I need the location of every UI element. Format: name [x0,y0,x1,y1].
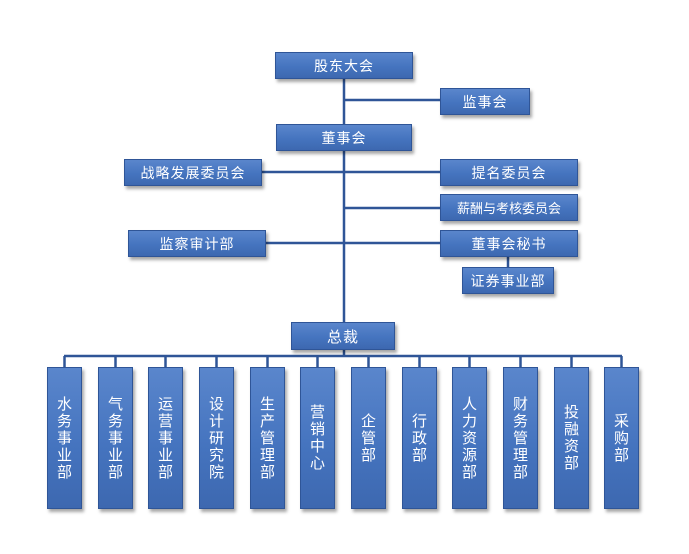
department-administration[interactable]: 行政部 [402,367,437,509]
department-procurement[interactable]: 采购部 [604,367,639,509]
compensation-committee-box[interactable]: 薪酬与考核委员会 [440,194,578,221]
department-investment-financing[interactable]: 投融资部 [554,367,589,509]
board-secretary-box[interactable]: 董事会秘书 [440,230,578,257]
board-of-directors-box[interactable]: 董事会 [276,124,412,151]
department-water-affairs[interactable]: 水务事业部 [47,367,82,509]
department-enterprise-management[interactable]: 企管部 [351,367,386,509]
department-marketing-center[interactable]: 营销中心 [300,367,335,509]
department-operations[interactable]: 运营事业部 [148,367,183,509]
audit-department-box[interactable]: 监察审计部 [128,230,266,257]
president-box[interactable]: 总裁 [291,322,395,350]
strategy-committee-box[interactable]: 战略发展委员会 [124,159,262,186]
supervisory-board-box[interactable]: 监事会 [440,88,530,115]
department-production-management[interactable]: 生产管理部 [250,367,285,509]
shareholders-meeting-box[interactable]: 股东大会 [275,52,413,79]
department-gas-affairs[interactable]: 气务事业部 [98,367,133,509]
department-human-resources[interactable]: 人力资源部 [452,367,487,509]
department-design-institute[interactable]: 设计研究院 [199,367,234,509]
department-finance[interactable]: 财务管理部 [503,367,538,509]
nomination-committee-box[interactable]: 提名委员会 [440,159,578,186]
securities-department-box[interactable]: 证券事业部 [462,267,554,294]
